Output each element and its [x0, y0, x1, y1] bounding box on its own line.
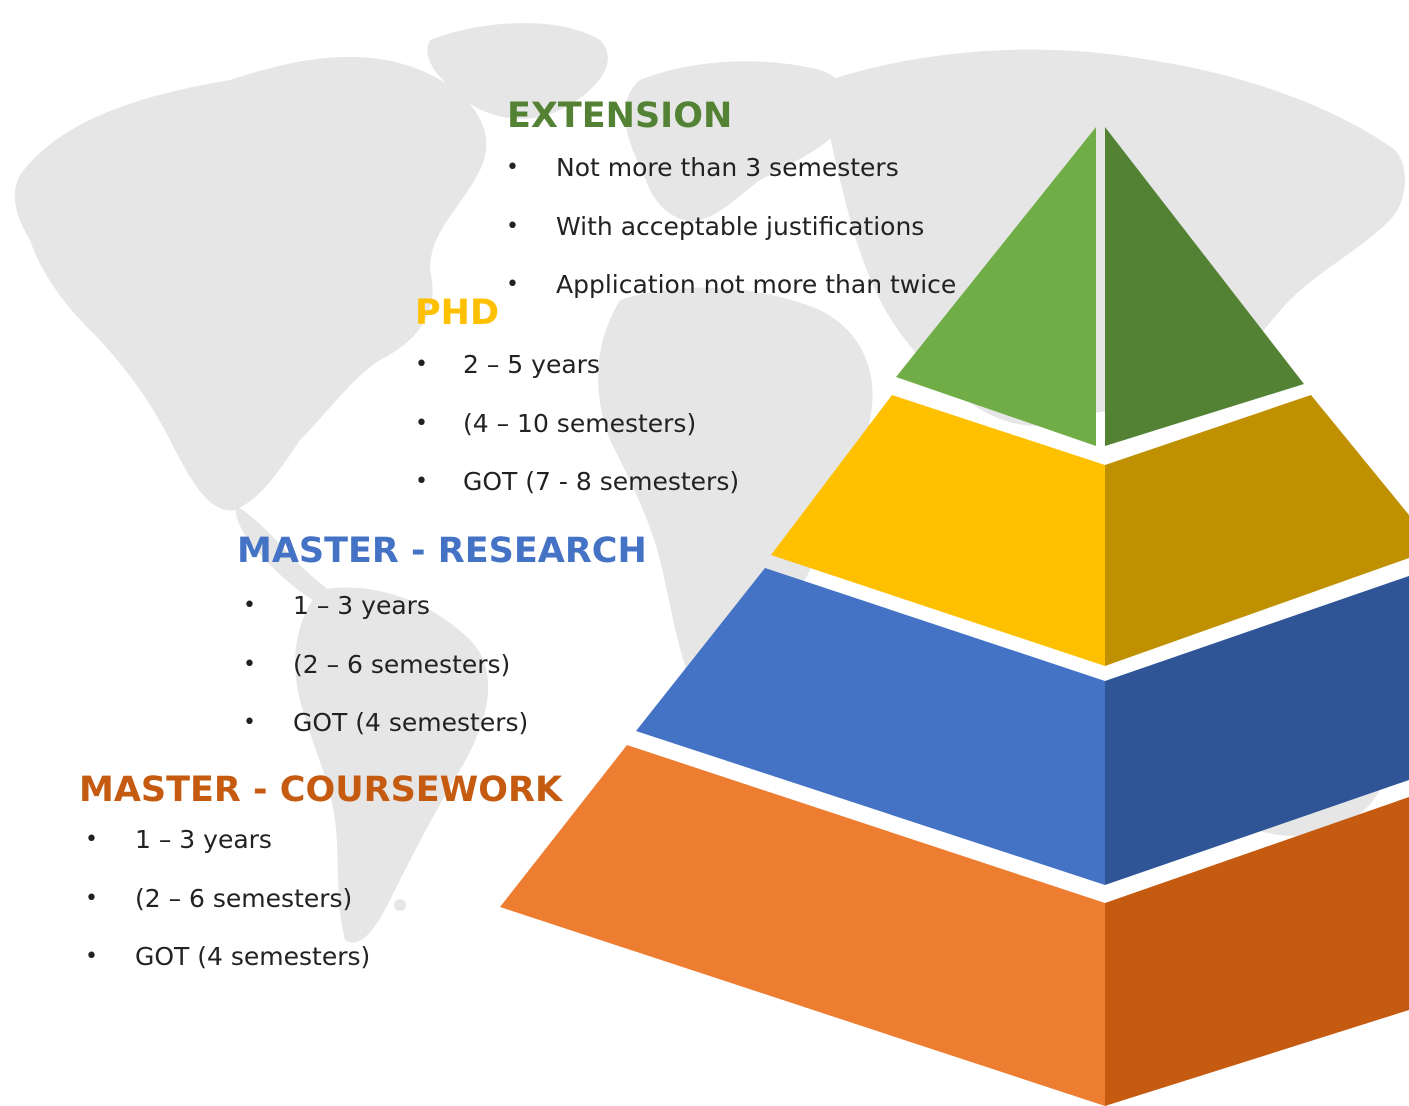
bullet-icon: •: [243, 710, 256, 735]
bullet-icon: •: [85, 885, 98, 911]
bullet-icon: •: [506, 213, 519, 239]
bullet-icon: •: [506, 272, 519, 297]
phd-item-text: 2 – 5 years: [463, 350, 600, 379]
map-europe: [625, 61, 851, 221]
pyramid-coursework-right-face: [1105, 797, 1409, 1106]
bullet-icon: •: [506, 155, 519, 180]
coursework-item-text: GOT (4 semesters): [135, 942, 371, 971]
pyramid-coursework-left-face: [500, 745, 1105, 1106]
coursework-item-text: (2 – 6 semesters): [135, 883, 353, 913]
research-title: MASTER - RESEARCH: [237, 531, 647, 571]
phd-item-text: (4 – 10 semesters): [463, 408, 697, 438]
extension-item-text: Not more than 3 semesters: [556, 153, 899, 182]
bullet-icon: •: [415, 410, 428, 436]
bullet-icon: •: [85, 827, 98, 852]
map-central-america: [235, 505, 340, 610]
bullet-icon: •: [415, 352, 428, 377]
research-item-text: 1 – 3 years: [293, 591, 430, 620]
extension-item-text: Application not more than twice: [556, 270, 957, 299]
map-south-america: [295, 587, 489, 943]
pyramid-research-left-face: [636, 568, 1105, 885]
map-north-america: [14, 56, 487, 511]
pyramid-research-right-face: [1105, 576, 1409, 885]
bullet-icon: •: [243, 593, 256, 618]
map-island: [394, 899, 406, 911]
pyramid-extension-left-face: [896, 127, 1096, 446]
bullet-icon: •: [85, 944, 98, 969]
research-item-text: (2 – 6 semesters): [293, 649, 511, 679]
pyramid-phd-right-face: [1105, 395, 1409, 666]
bullet-icon: •: [415, 469, 428, 494]
extension-item-text: With acceptable justifications: [556, 211, 925, 241]
research-item-text: GOT (4 semesters): [293, 708, 529, 737]
phd-item-text: GOT (7 - 8 semesters): [463, 467, 740, 496]
map-island: [646, 96, 674, 124]
pyramid-extension-right-face: [1105, 127, 1304, 446]
coursework-title: MASTER - COURSEWORK: [79, 770, 563, 810]
bullet-icon: •: [243, 651, 256, 677]
coursework-item-text: 1 – 3 years: [135, 825, 272, 854]
extension-title: EXTENSION: [507, 96, 733, 136]
map-greenland: [427, 23, 608, 119]
phd-title: PHD: [415, 293, 499, 333]
map-africa: [598, 287, 873, 695]
pyramid-phd-left-face: [771, 395, 1105, 666]
